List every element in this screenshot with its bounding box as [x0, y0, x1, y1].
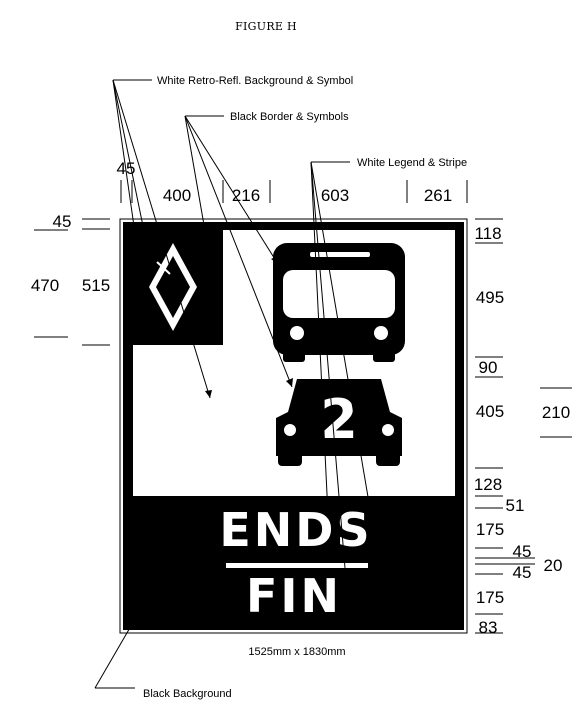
sign-size-label: 1525mm x 1830mm — [248, 646, 345, 658]
dim-top-right: 261 — [424, 186, 452, 205]
callout-arrowheads — [148, 240, 376, 596]
dim-right-top: 118 — [474, 224, 501, 243]
dim-right-gap: 90 — [479, 358, 498, 377]
top-dimension-ticks — [120, 180, 468, 203]
dim-top-symbol: 603 — [321, 186, 349, 205]
dim-top-gap: 216 — [232, 186, 260, 205]
dim-left-panel: 515 — [82, 276, 110, 295]
dim-right-bus: 495 — [476, 288, 504, 307]
diamond-symbol — [149, 243, 197, 331]
callout-black-background-label: Black Background — [143, 688, 232, 700]
car-icon — [276, 379, 402, 466]
right-dimension-ticks — [475, 218, 572, 634]
left-dimension-ticks — [34, 218, 110, 346]
dim-left-diamond: 470 — [31, 276, 59, 295]
callout-white-legend — [310, 161, 376, 569]
dim-right-legend-top: 51 — [506, 496, 525, 515]
dim-right-lower-gap: 128 — [474, 475, 502, 494]
dim-right-bottom: 83 — [479, 618, 498, 637]
callout-white-background — [112, 79, 211, 399]
callout-black-background — [94, 587, 154, 689]
callout-black-border — [184, 115, 293, 388]
callout-white-background-label: White Retro-Refl. Background & Symbol — [157, 75, 353, 87]
dim-right-stripe-bottom: 45 — [513, 563, 532, 582]
dim-top-border: 45 — [117, 159, 136, 178]
dim-top-diamond: 400 — [163, 186, 191, 205]
legend-fin: FIN — [246, 569, 342, 623]
bus-icon — [273, 243, 405, 362]
dim-right-stripe-top: 45 — [513, 542, 532, 561]
figure-title: FIGURE H — [235, 20, 297, 33]
legend-stripe — [226, 563, 368, 568]
dim-left-border: 45 — [53, 212, 72, 231]
legend-ends: ENDS — [219, 503, 372, 557]
dim-far-right-stripe: 20 — [544, 556, 563, 575]
occupancy-number: 2 — [320, 388, 358, 451]
dim-right-fin: 175 — [476, 588, 504, 607]
callout-white-legend-label: White Legend & Stripe — [357, 157, 467, 169]
dim-right-car: 405 — [476, 402, 504, 421]
callout-black-border-label: Black Border & Symbols — [230, 111, 349, 123]
sign: 2 ENDS FIN — [119, 218, 468, 634]
dim-right-ends: 175 — [476, 520, 504, 539]
dim-far-right-car: 210 — [542, 403, 570, 422]
